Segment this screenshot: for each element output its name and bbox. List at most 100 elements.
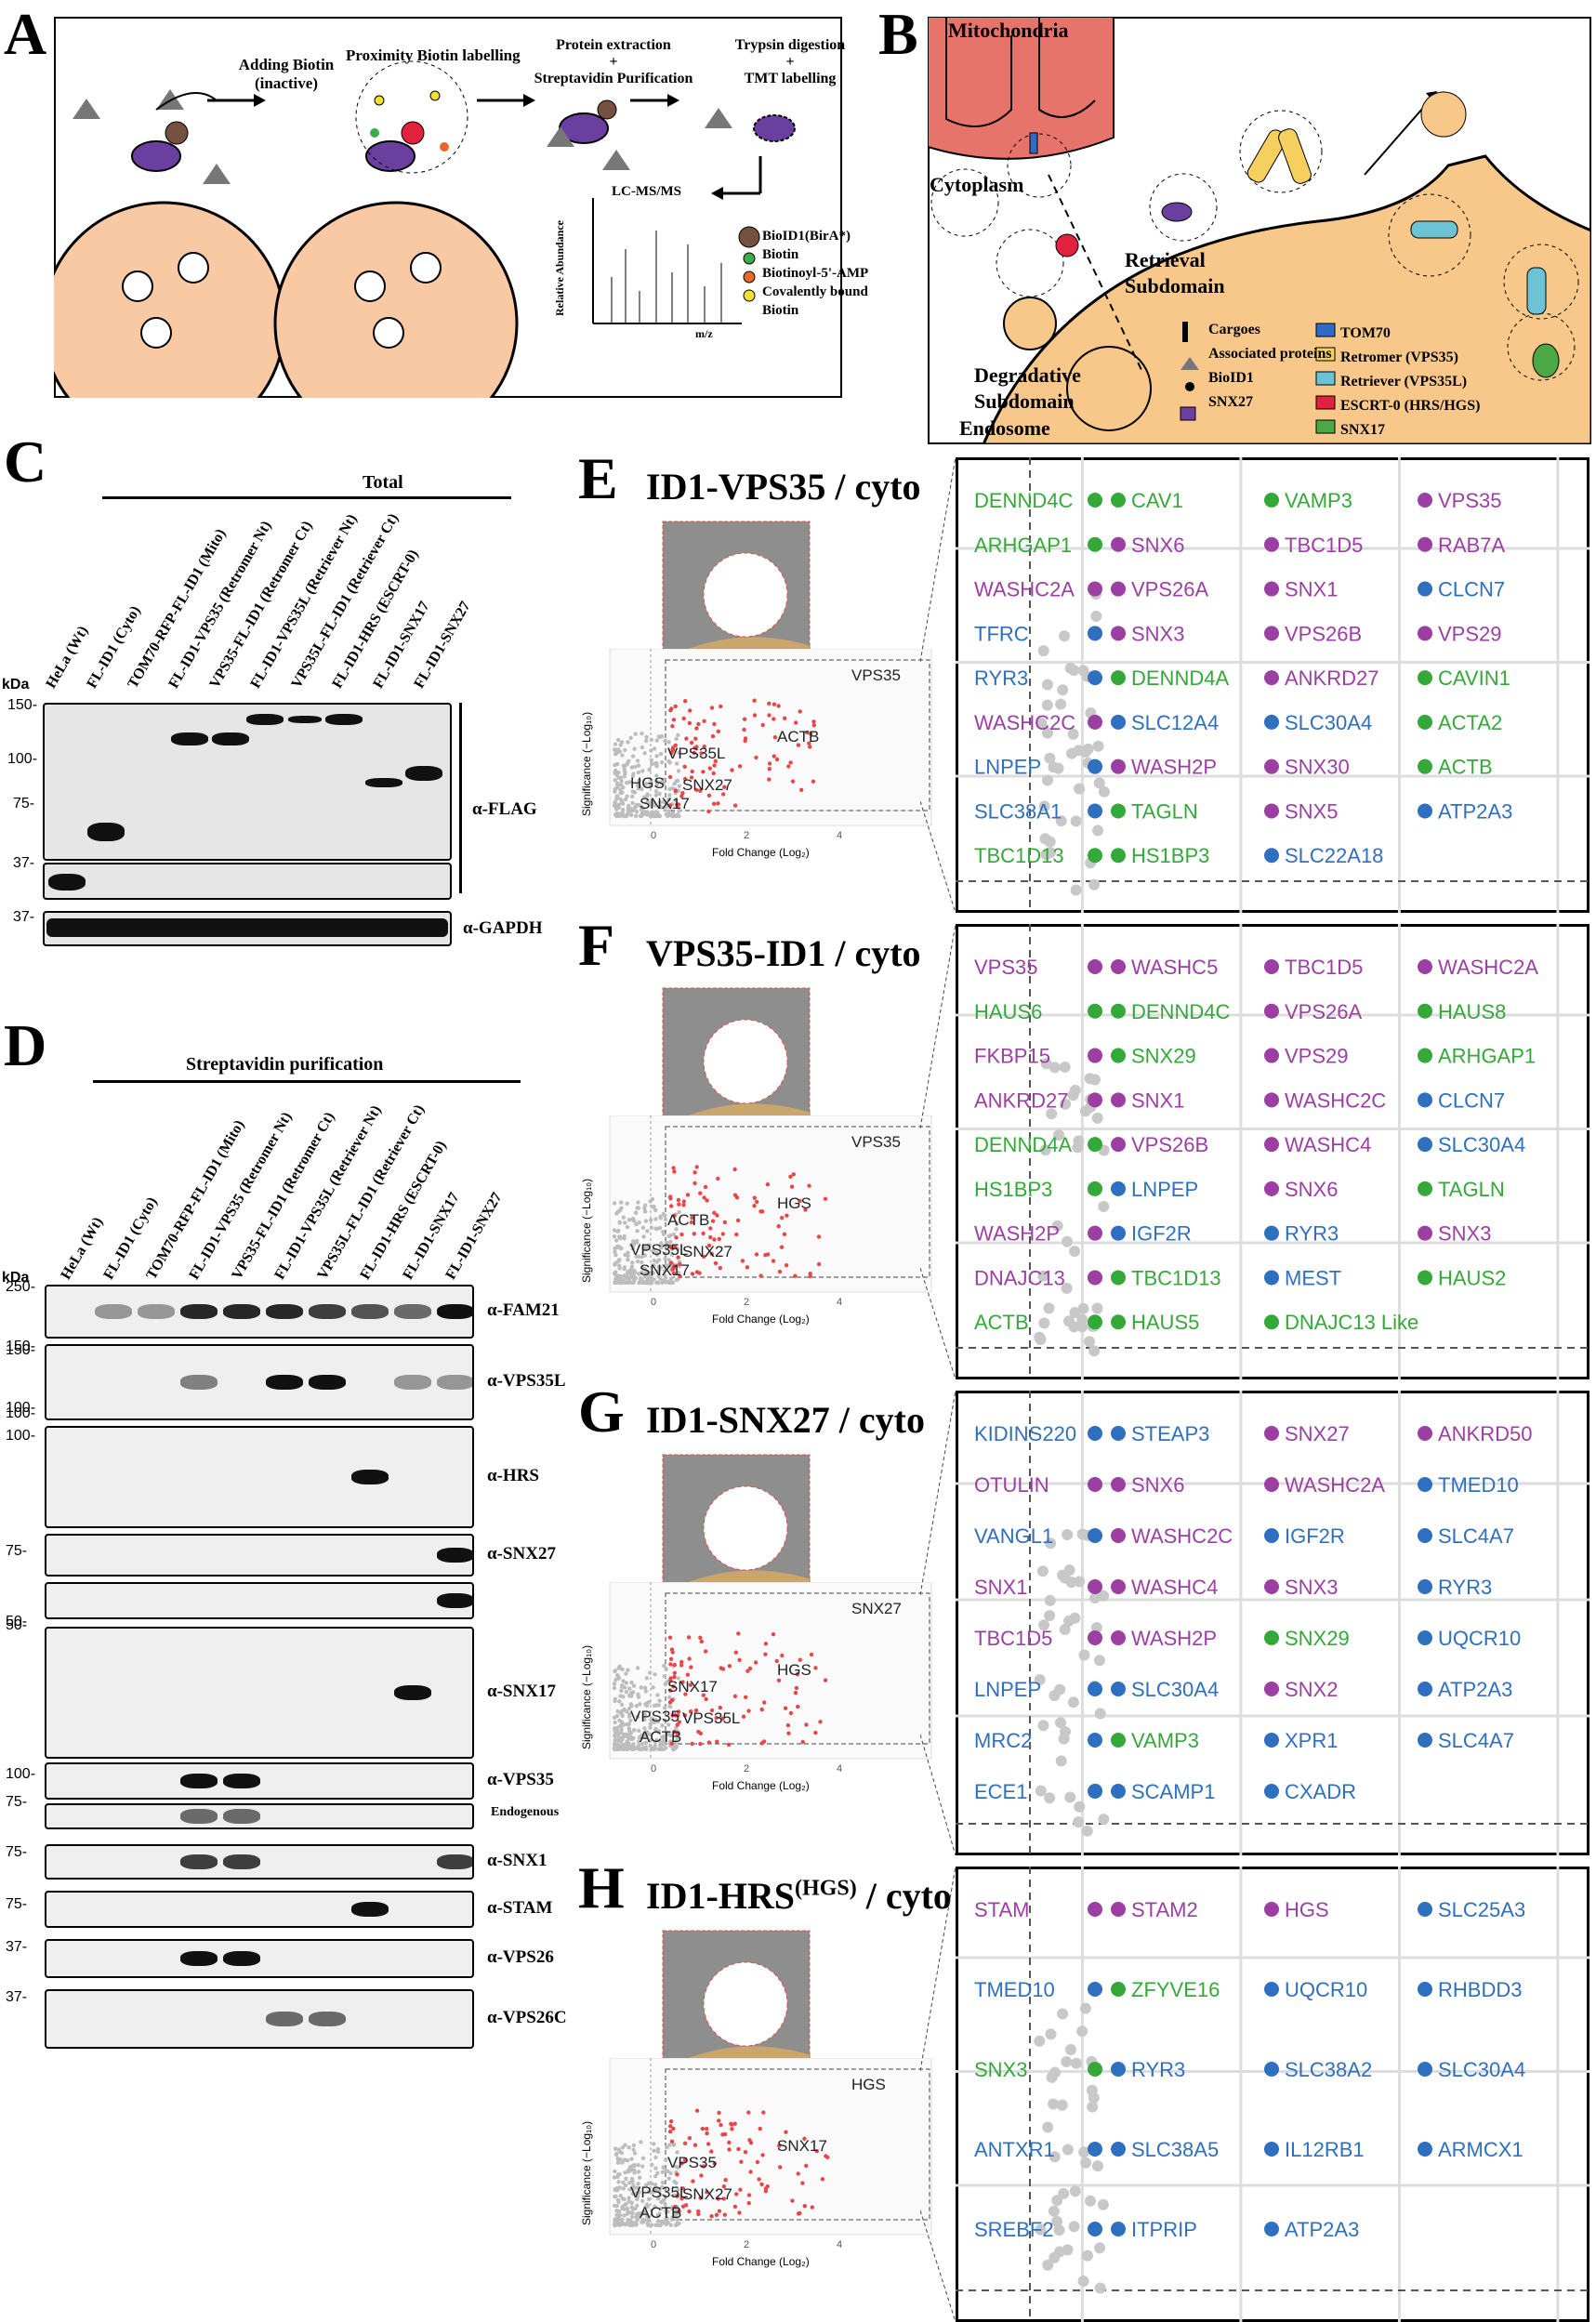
volcano-label: SNX17	[667, 1678, 718, 1695]
zoom-dot	[1418, 1630, 1432, 1645]
zoom-dot	[1264, 2142, 1279, 2157]
zoom-dot	[1111, 1181, 1126, 1196]
zoom-point: OTULIN	[974, 1473, 1102, 1497]
zoom-label: HAUS2	[1438, 1266, 1506, 1289]
zoom-point: SNX6	[1111, 1473, 1184, 1497]
d-marker: 75-	[6, 1794, 28, 1810]
zoom-label: VPS26B	[1131, 1133, 1208, 1156]
zoom-label: VPS35	[1438, 489, 1502, 512]
zoom-label: STEAP3	[1131, 1422, 1209, 1445]
zoom-label: WASH2P	[1131, 756, 1217, 779]
zoom-point: MRC2	[974, 1729, 1102, 1752]
zoom-dot	[1418, 1225, 1432, 1241]
zoom-dot	[1111, 1579, 1126, 1594]
zoom-point: TMED10	[974, 1978, 1102, 2001]
a-ylab: Relative Abundance	[553, 219, 566, 316]
zoom-dot	[1111, 1003, 1126, 1019]
volcano-xlabel: Fold Change (Log₂)	[712, 2255, 810, 2268]
zoom-label: SNX3	[1285, 1576, 1338, 1599]
d-marker: 37-	[6, 1989, 28, 2005]
zoom-dot	[1264, 493, 1279, 508]
d-header: Streptavidin purification	[186, 1054, 384, 1075]
zoom-dot	[1418, 1003, 1432, 1019]
c-header-rule	[102, 496, 511, 499]
zoom-point: SNX27	[1264, 1422, 1350, 1445]
zoom-label: SNX27	[1285, 1422, 1350, 1445]
a-legend-bound: Covalently bound	[762, 284, 868, 299]
d-marker: 75-	[6, 1543, 28, 1559]
b-legend-snx17: SNX17	[1340, 422, 1386, 438]
zoom-point: FKBP15	[974, 1045, 1102, 1068]
zoom-point: KIDINS220	[974, 1422, 1102, 1445]
c-marker: 37-	[13, 855, 35, 871]
volcano-tick: 2	[744, 1763, 749, 1774]
volcano-label: SNX27	[851, 1600, 902, 1617]
zoom-point: SLC30A4	[1111, 1678, 1219, 1701]
zoom-point: IGF2R	[1111, 1222, 1192, 1246]
zoom-point: WASHC2A	[1418, 956, 1538, 979]
zoom-label: VANGL1	[974, 1524, 1053, 1548]
zoom-point: ECE1	[974, 1780, 1102, 1803]
zoom-label: WASH2P	[974, 1222, 1060, 1246]
c-kda: kDa	[2, 677, 30, 693]
d-band	[351, 1470, 389, 1484]
zoom-label: STAM2	[1131, 1898, 1198, 1921]
panel-letter: E	[578, 445, 618, 511]
zoom-label: SNX3	[974, 2058, 1027, 2081]
zoom-label: VPS29	[1438, 622, 1502, 645]
zoom-dot	[1088, 1477, 1102, 1492]
d-blot-10	[45, 1939, 474, 1978]
zoom-dot	[1111, 1314, 1126, 1330]
zoom-label: RAB7A	[1438, 534, 1505, 557]
d-header-rule	[93, 1080, 521, 1083]
b-legend-retriever: Retriever (VPS35L)	[1340, 374, 1468, 389]
d-band	[437, 1375, 474, 1390]
zoom-dot	[1088, 1314, 1102, 1330]
zoom-label: SNX6	[1285, 1178, 1338, 1201]
schematic	[662, 521, 811, 669]
zoom-point: WASHC2C	[974, 711, 1102, 734]
zoom-dot	[1264, 1528, 1279, 1543]
a-legend-bioid: BioID1(BirA*)	[762, 229, 851, 244]
panel-a-diagram	[54, 60, 796, 398]
panel-c-letter: C	[4, 429, 47, 495]
zoom-label: DENND4C	[974, 489, 1073, 512]
d-band	[180, 1809, 218, 1824]
d-band	[351, 1304, 389, 1319]
d-marker: 50-	[6, 1617, 28, 1633]
zoom-label: CAV1	[1131, 489, 1183, 512]
a-step4: Trypsin digestion + TMT labelling	[725, 37, 855, 87]
b-degradative: Degradative Subdomain	[974, 363, 1081, 415]
zoom-dot	[1418, 759, 1432, 774]
zoom-connector	[920, 924, 956, 1379]
zoom-point: SLC12A4	[1111, 711, 1219, 734]
zoom-point: SNX1	[1264, 578, 1338, 601]
zoom-point: CLCN7	[1418, 1088, 1505, 1112]
d-band	[223, 1774, 260, 1788]
zoom-point: TBC1D5	[974, 1627, 1102, 1650]
zoom-dot	[1264, 1682, 1279, 1696]
zoom-point: CLCN7	[1418, 578, 1505, 601]
zoom-label: DENND4A	[974, 1133, 1072, 1156]
volcano-label: VPS35	[851, 1133, 901, 1151]
volcano-tick: 2	[744, 1297, 749, 1308]
panel-letter: F	[578, 912, 615, 978]
zoom-dot	[1111, 1982, 1126, 1997]
zoom-dot	[1418, 581, 1432, 597]
volcano-label: ACTB	[640, 1728, 681, 1746]
zoom-label: TAGLN	[1131, 799, 1198, 823]
zoom-point: DNAJC13	[974, 1266, 1102, 1289]
schematic	[662, 1930, 811, 2078]
c-marker: 37-	[13, 909, 35, 925]
d-band	[309, 1304, 346, 1319]
zoom-point: ARHGAP1	[1418, 1045, 1536, 1068]
lane-label: HeLa (Wt)	[58, 1214, 107, 1283]
zoom-label: WASHC2A	[1438, 956, 1538, 979]
d-marker: 75-	[6, 1896, 28, 1912]
b-mito: Mitochondria	[948, 19, 1069, 42]
zoom-label: SNX5	[1285, 799, 1338, 823]
zoom-dot	[1264, 1270, 1279, 1286]
zoom-point: VPS26A	[1111, 578, 1208, 601]
panel-b-letter: B	[878, 1, 918, 67]
